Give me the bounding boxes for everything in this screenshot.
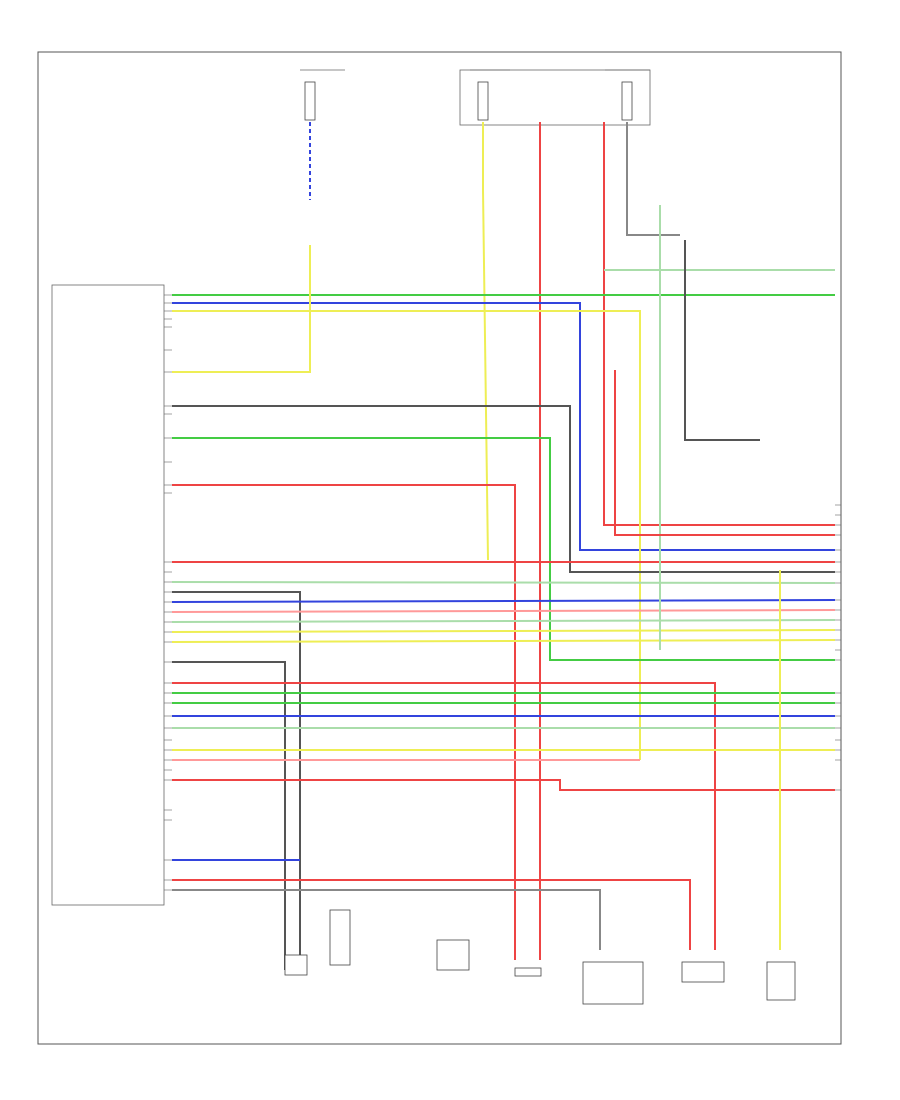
wire-blue-602 xyxy=(171,599,836,603)
component-bottom-1 xyxy=(284,954,308,976)
wire-red-780 xyxy=(172,779,835,791)
component-bottom-5 xyxy=(681,961,725,983)
wire-red-feed-2 xyxy=(603,122,835,526)
wire-red-683 xyxy=(172,682,716,950)
wire-red-485 xyxy=(172,484,516,960)
component-bottom-3 xyxy=(514,967,542,977)
wire-gray-feed xyxy=(626,122,680,236)
wire-lightgreen-582 xyxy=(171,581,836,584)
wire-yellow-372 xyxy=(172,245,311,373)
ecm-outline xyxy=(51,284,165,906)
wire-yellow-feed xyxy=(482,122,489,561)
component-bottom-2 xyxy=(436,939,470,971)
component-bottom-4 xyxy=(582,961,644,1005)
ecm-pin-ticks xyxy=(164,294,172,891)
component-bottom-6 xyxy=(766,961,796,1001)
wire-blue-303 xyxy=(172,302,835,551)
wire-green-438 xyxy=(172,437,835,661)
wire-dark-592 xyxy=(172,591,301,970)
wire-pink-612 xyxy=(171,609,836,613)
right-connector-pins xyxy=(835,504,841,791)
wire-dark-switch xyxy=(684,240,760,441)
fuse-box-hot-run xyxy=(300,69,345,121)
diagram-frame xyxy=(37,51,842,1045)
component-bottom-7 xyxy=(329,909,351,966)
wire-dark-406 xyxy=(172,405,835,573)
wire-yellow-632 xyxy=(171,629,836,633)
fuse-box-hot-at-all-times xyxy=(459,69,651,126)
wire-lightgreen-622 xyxy=(171,619,836,623)
wire-yellow-642 xyxy=(171,639,836,643)
wire-dark-662 xyxy=(172,661,286,970)
wire-gray-890 xyxy=(172,889,601,950)
wire-red-370 xyxy=(614,370,835,536)
wire-red-880 xyxy=(172,879,691,950)
